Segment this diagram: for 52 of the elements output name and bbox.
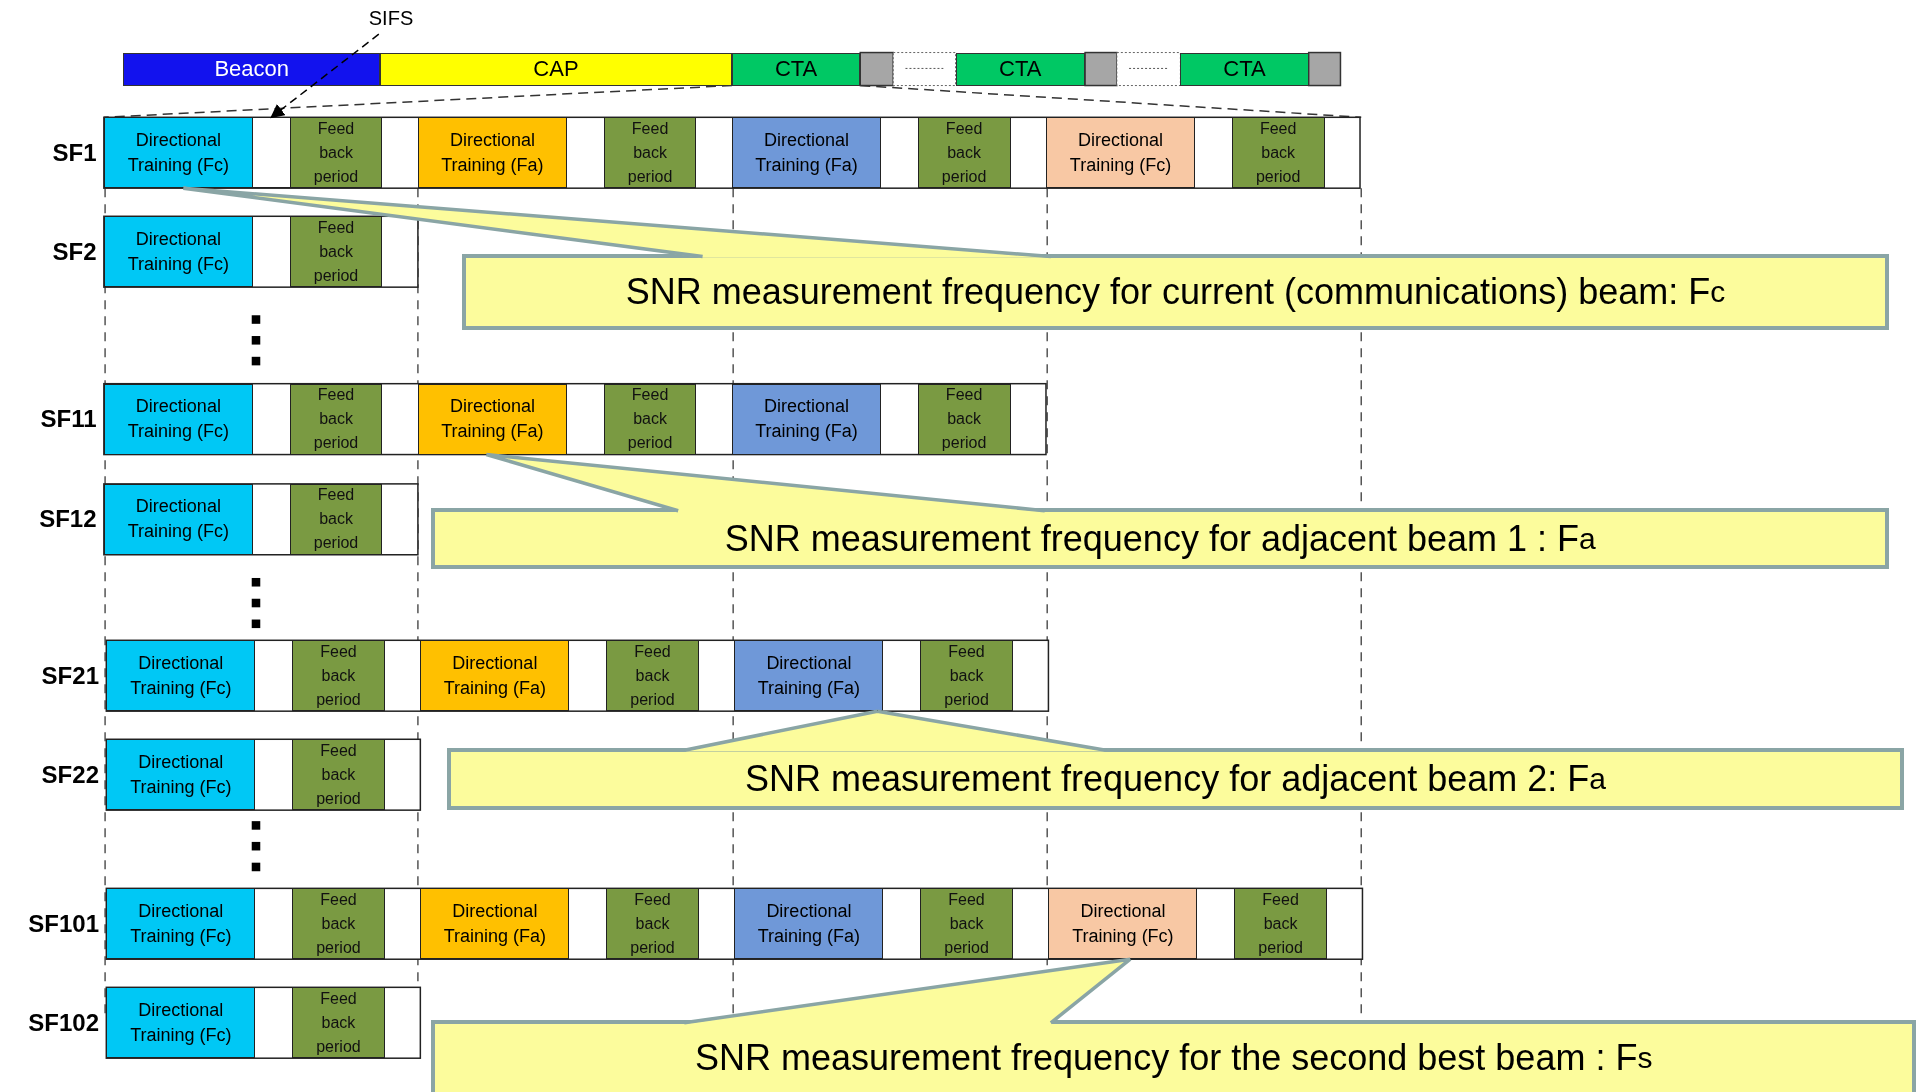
training-slot: Directional Training (Fc) bbox=[103, 216, 253, 288]
row-label: SF2 bbox=[52, 237, 97, 266]
feedback-slot: Feed back period bbox=[917, 117, 1011, 189]
leader-line bbox=[270, 33, 380, 119]
feedback-slot: Feed back period bbox=[289, 117, 383, 189]
feedback-slot: Feed back period bbox=[920, 888, 1013, 960]
superframe-segment: CTA bbox=[1180, 52, 1309, 86]
feedback-slot: Feed back period bbox=[289, 483, 383, 555]
superframe-segment: CTA bbox=[955, 52, 1086, 86]
training-slot: Directional Training (Fa) bbox=[417, 117, 567, 189]
row-label: SF22 bbox=[41, 760, 99, 789]
training-slot: Directional Training (Fa) bbox=[417, 383, 567, 455]
feedback-slot: Feed back period bbox=[289, 216, 383, 288]
training-slot: Directional Training (Fc) bbox=[103, 117, 253, 189]
feedback-slot: Feed back period bbox=[1231, 117, 1325, 189]
feedback-slot: Feed back period bbox=[289, 383, 383, 455]
feedback-slot: Feed back period bbox=[606, 640, 699, 712]
training-slot: Directional Training (Fa) bbox=[420, 888, 570, 960]
training-slot: Directional Training (Fc) bbox=[106, 888, 256, 960]
row-label: SF21 bbox=[41, 661, 99, 690]
training-slot: Directional Training (Fc) bbox=[106, 987, 256, 1059]
feedback-slot: Feed back period bbox=[917, 383, 1011, 455]
superframe-segment: CAP bbox=[380, 52, 732, 86]
training-slot: Directional Training (Fc) bbox=[1045, 117, 1196, 189]
training-slot: Directional Training (Fc) bbox=[103, 483, 253, 555]
feedback-slot: Feed back period bbox=[603, 383, 697, 455]
training-slot: Directional Training (Fc) bbox=[106, 739, 256, 811]
row-label: SF11 bbox=[40, 405, 97, 434]
row-label: SF102 bbox=[28, 1008, 99, 1037]
feedback-slot: Feed back period bbox=[292, 888, 385, 960]
row-label: SF101 bbox=[28, 909, 99, 938]
training-slot: Directional Training (Fa) bbox=[734, 640, 884, 712]
feedback-slot: Feed back period bbox=[292, 640, 385, 712]
superframe-segment: CTA bbox=[731, 52, 861, 86]
training-slot: Directional Training (Fc) bbox=[106, 640, 256, 712]
feedback-slot: Feed back period bbox=[603, 117, 697, 189]
training-slot: Directional Training (Fc) bbox=[103, 383, 253, 455]
feedback-slot: Feed back period bbox=[1234, 888, 1327, 960]
superframe-segment: Beacon bbox=[123, 52, 380, 86]
training-slot: Directional Training (Fc) bbox=[1048, 888, 1198, 960]
feedback-slot: Feed back period bbox=[292, 739, 385, 811]
training-slot: Directional Training (Fa) bbox=[731, 383, 881, 455]
row-label: SF12 bbox=[39, 505, 97, 534]
feedback-slot: Feed back period bbox=[920, 640, 1013, 712]
annotation-label: SIFS bbox=[359, 2, 423, 35]
training-slot: Directional Training (Fa) bbox=[731, 117, 881, 189]
feedback-slot: Feed back period bbox=[606, 888, 699, 960]
empty-slot bbox=[252, 117, 290, 189]
training-slot: Directional Training (Fa) bbox=[734, 888, 884, 960]
feedback-slot: Feed back period bbox=[292, 987, 385, 1059]
training-slot: Directional Training (Fa) bbox=[420, 640, 570, 712]
row-label: SF1 bbox=[52, 138, 97, 167]
